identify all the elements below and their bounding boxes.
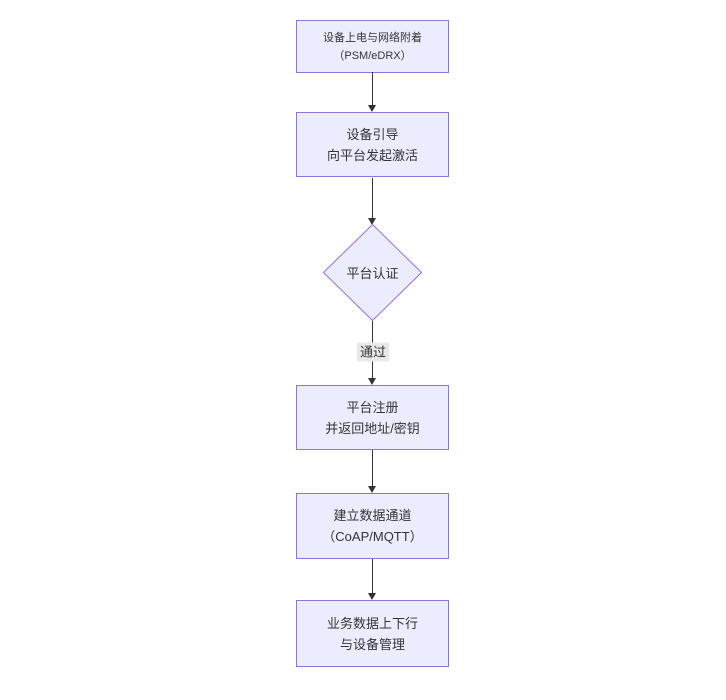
arrowhead-icon [368, 105, 376, 112]
arrowhead-icon [368, 593, 376, 600]
edge-label-pass: 通过 [356, 342, 390, 362]
node-label-line: （PSM/eDRX） [333, 49, 412, 62]
node-platform-register: 平台注册 并返回地址/密钥 [296, 385, 449, 450]
node-label-line: 设备上电与网络附着 [323, 31, 422, 44]
node-label-line: （CoAP/MQTT） [322, 529, 423, 544]
node-data-channel: 建立数据通道 （CoAP/MQTT） [296, 493, 449, 559]
node-business-data: 业务数据上下行 与设备管理 [296, 600, 449, 667]
decision-platform-auth: 平台认证 [323, 224, 422, 321]
node-label-line: 并返回地址/密钥 [325, 420, 420, 436]
node-label-line: 平台注册 [346, 399, 399, 415]
node-label-line: 平台认证 [346, 266, 399, 281]
node-label-line: 建立数据通道 [333, 508, 412, 523]
edge-arrow-1 [368, 72, 376, 112]
edge-arrow-5 [368, 559, 376, 600]
node-device-power-on: 设备上电与网络附着 （PSM/eDRX） [296, 20, 449, 73]
node-device-bootstrap: 设备引导 向平台发起激活 [296, 112, 449, 177]
edge-arrow-4 [368, 450, 376, 493]
arrowhead-icon [368, 218, 376, 225]
node-label-line: 向平台发起激活 [326, 147, 418, 163]
arrowhead-icon [368, 486, 376, 493]
node-label-line: 与设备管理 [339, 636, 405, 652]
diamond-shape [323, 224, 422, 321]
arrowhead-icon [368, 378, 376, 385]
edge-arrow-2 [368, 178, 376, 225]
node-label-line: 业务数据上下行 [326, 615, 418, 631]
node-label-line: 设备引导 [346, 126, 399, 142]
